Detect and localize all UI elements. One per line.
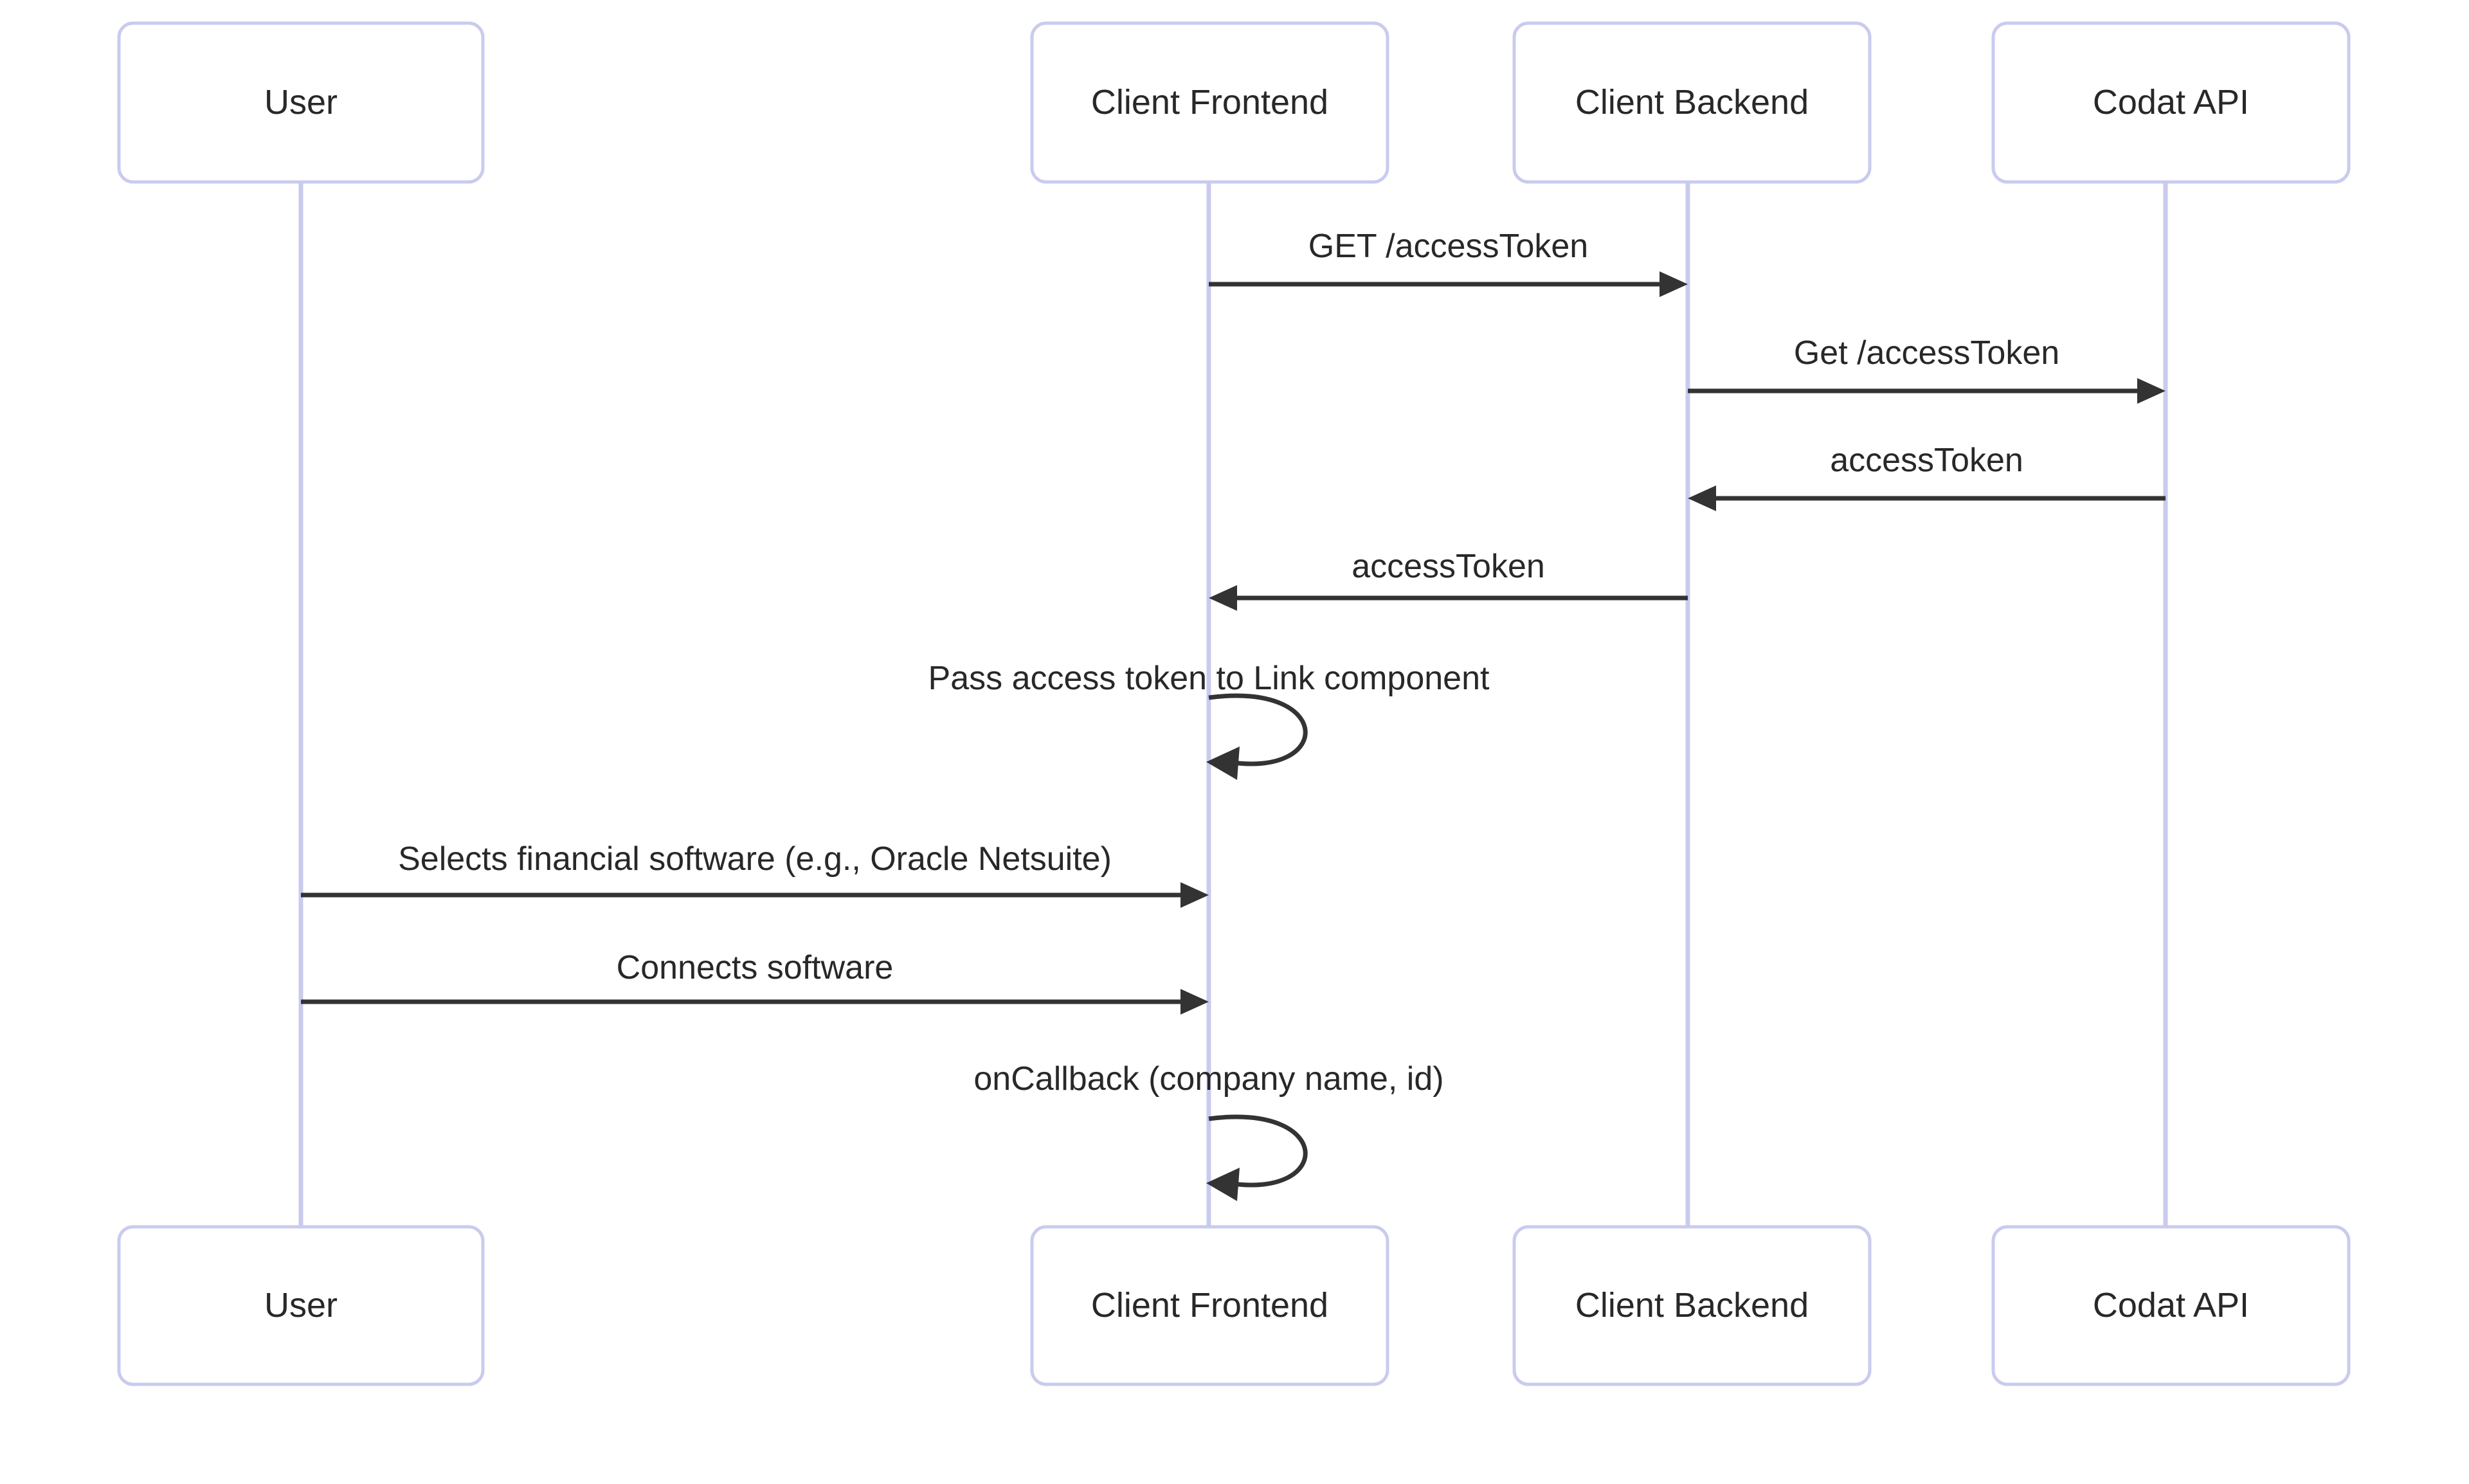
message-arrowhead-7 (1180, 989, 1209, 1015)
actor-backend-top[interactable]: Client Backend (1512, 21, 1872, 184)
actor-box-backend-top[interactable] (1512, 21, 1872, 184)
actor-label-backend-top: Client Backend (1575, 83, 1809, 122)
message-4[interactable]: accessToken (1209, 548, 1688, 611)
message-label-6: Selects financial software (e.g., Oracle… (398, 840, 1112, 878)
message-arrowhead-2 (2137, 378, 2166, 404)
lifelines-layer (298, 182, 2168, 1227)
actor-backend-bottom[interactable]: Client Backend (1512, 1225, 1872, 1386)
message-arrowhead-1 (1660, 271, 1688, 297)
actor-label-user-top: User (264, 83, 338, 122)
message-label-8: onCallback (company name, id) (973, 1060, 1443, 1098)
actors-top-layer: User Client Frontend Client Backend Codat A… (117, 21, 2351, 184)
actor-frontend-bottom[interactable]: Client Frontend (1030, 1225, 1389, 1386)
message-arrowhead-6 (1180, 882, 1209, 908)
actor-codat-top[interactable]: Codat API (1991, 21, 2351, 184)
message-arrowhead-3 (1688, 485, 1716, 511)
actor-box-backend-bottom[interactable] (1512, 1225, 1872, 1386)
message-7[interactable]: Connects software (301, 949, 1209, 1015)
message-3[interactable]: accessToken (1688, 442, 2166, 511)
message-loop-path-5 (1208, 693, 1308, 766)
message-loop-path-8 (1208, 1114, 1308, 1188)
actor-box-codat-top[interactable] (1991, 21, 2351, 184)
actor-frontend-top[interactable]: Client Frontend (1030, 21, 1389, 184)
message-5[interactable]: Pass access token to Link component (928, 660, 1490, 780)
message-arrowhead-5 (1206, 747, 1240, 780)
message-label-2: Get /accessToken (1794, 334, 2059, 372)
message-label-3: accessToken (1830, 442, 2023, 479)
message-8[interactable]: onCallback (company name, id) (973, 1060, 1444, 1201)
message-label-1: GET /accessToken (1308, 228, 1588, 265)
actor-label-codat-top: Codat API (2093, 83, 2249, 122)
actor-label-codat-bottom: Codat API (2093, 1286, 2249, 1325)
actor-box-user-top[interactable] (117, 21, 485, 184)
actor-label-user-bottom: User (264, 1286, 338, 1325)
actor-box-codat-bottom[interactable] (1991, 1225, 2351, 1386)
actor-box-frontend-top[interactable] (1030, 21, 1389, 184)
actor-box-frontend-bottom[interactable] (1030, 1225, 1389, 1386)
actors-bottom-layer: User Client Frontend Client Backend Codat A… (117, 1225, 2351, 1386)
message-2[interactable]: Get /accessToken (1688, 334, 2166, 404)
message-label-7: Connects software (617, 949, 894, 986)
actor-codat-bottom[interactable]: Codat API (1991, 1225, 2351, 1386)
message-label-5: Pass access token to Link component (928, 660, 1490, 697)
message-label-4: accessToken (1352, 548, 1545, 585)
actor-label-frontend-top: Client Frontend (1091, 83, 1328, 122)
message-6[interactable]: Selects financial software (e.g., Oracle… (301, 840, 1209, 908)
actor-box-user-bottom[interactable] (117, 1225, 485, 1386)
message-arrowhead-4 (1209, 585, 1237, 611)
actor-user-top[interactable]: User (117, 21, 485, 184)
actor-label-frontend-bottom: Client Frontend (1091, 1286, 1328, 1325)
actor-label-backend-bottom: Client Backend (1575, 1286, 1809, 1325)
actor-user-bottom[interactable]: User (117, 1225, 485, 1386)
message-1[interactable]: GET /accessToken (1209, 228, 1688, 297)
message-arrowhead-8 (1206, 1168, 1240, 1201)
